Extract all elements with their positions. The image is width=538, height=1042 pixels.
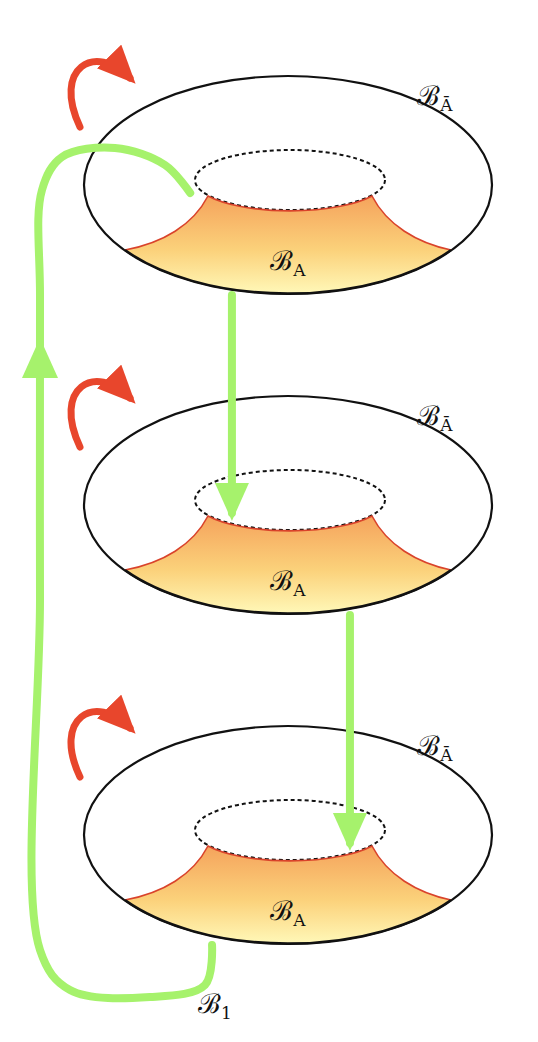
region-fill bbox=[125, 846, 451, 943]
edge-label: ℬ1 bbox=[198, 987, 232, 1030]
region-label: ℬA bbox=[270, 244, 305, 287]
region-shape bbox=[125, 193, 451, 295]
region-fill bbox=[125, 196, 451, 293]
region-boundary bbox=[125, 516, 451, 570]
region-shape bbox=[125, 513, 451, 615]
transfer-arrow bbox=[231, 295, 232, 513]
region-label: ℬĀ bbox=[417, 729, 452, 772]
torus-hole bbox=[195, 470, 385, 530]
boundary-region: ℬA bbox=[125, 193, 451, 295]
region-boundary bbox=[125, 196, 451, 250]
torus-surface: ℬĀ ℬA bbox=[83, 395, 493, 615]
arrow-head bbox=[22, 338, 58, 378]
region-boundary bbox=[125, 846, 451, 900]
rotation-arrow bbox=[71, 62, 130, 127]
region-label: ℬĀ bbox=[417, 79, 452, 122]
region-fill bbox=[125, 516, 451, 613]
region-label: ℬA bbox=[270, 564, 305, 607]
region-label: ℬA bbox=[270, 894, 305, 937]
torus-hole bbox=[195, 800, 385, 860]
rotation-arrow bbox=[71, 712, 130, 777]
transfer-arrow bbox=[228, 295, 236, 513]
torus-outline bbox=[84, 76, 492, 294]
torus-surface: ℬĀ ℬA bbox=[83, 75, 493, 295]
transfer-arrow bbox=[22, 148, 212, 999]
region-shape bbox=[125, 843, 451, 945]
boundary-region: ℬA bbox=[125, 843, 451, 945]
boundary-region: ℬA bbox=[125, 513, 451, 615]
torus-surface: ℬĀ ℬA bbox=[83, 725, 493, 945]
transfer-arrow bbox=[31, 148, 212, 999]
rotation-arrow bbox=[71, 382, 130, 447]
torus-outline bbox=[84, 726, 492, 944]
torus-outline bbox=[84, 396, 492, 614]
region-label: ℬĀ bbox=[417, 399, 452, 442]
torus-hole bbox=[195, 150, 385, 210]
transfer-arrow bbox=[349, 615, 350, 843]
transfer-arrow bbox=[346, 615, 354, 843]
